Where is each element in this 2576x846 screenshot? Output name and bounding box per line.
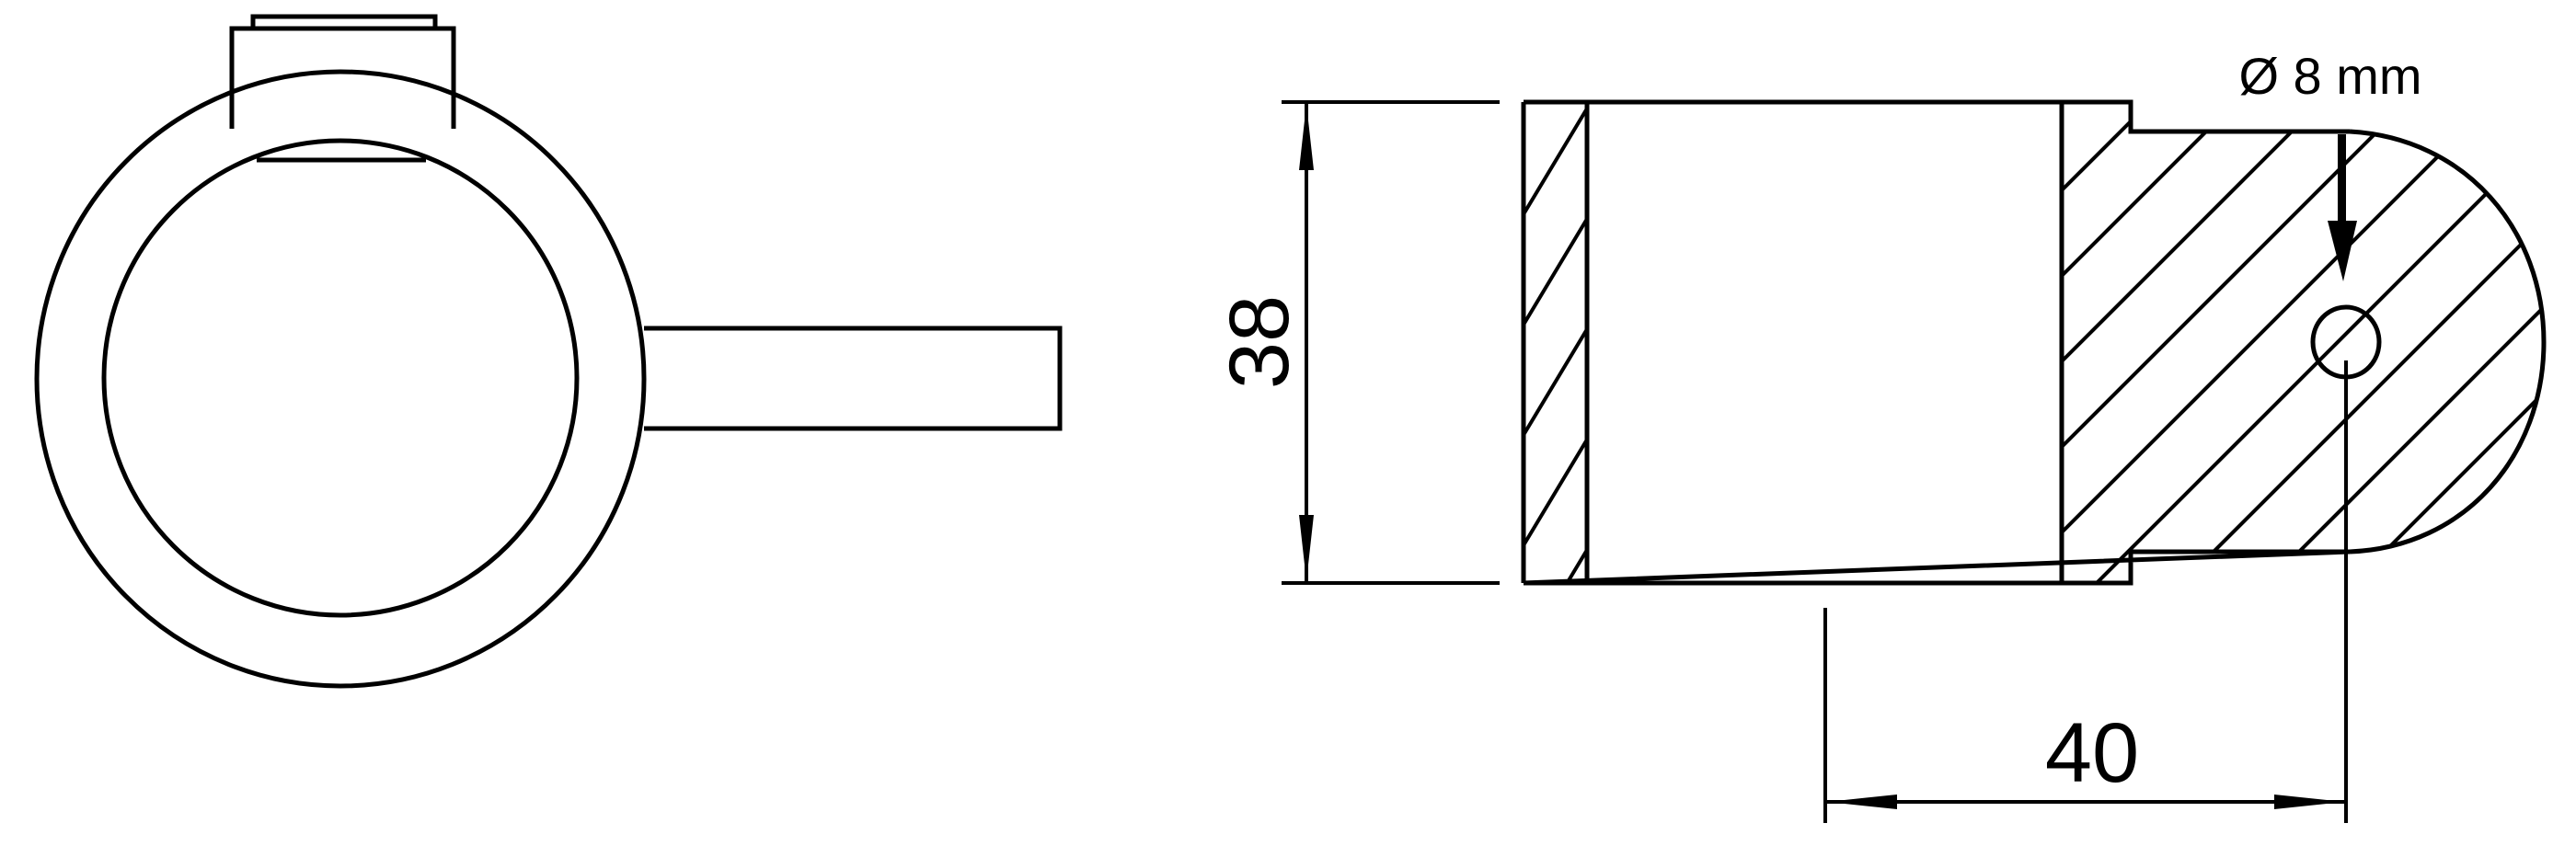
hatch-lug (2062, 104, 2544, 581)
arrow-up-icon (1299, 104, 1314, 170)
side-arm (644, 326, 1063, 431)
lug-outline (2349, 129, 2547, 554)
dim-offset-label: 40 (2045, 706, 2139, 800)
body-bottom-edge (1523, 549, 2351, 586)
arrow-right-icon (2274, 795, 2344, 809)
callout-arrow-icon (2328, 221, 2357, 281)
inner-bore (101, 138, 580, 618)
outer-ring (34, 69, 647, 689)
front-view (34, 14, 1063, 689)
tab-body (229, 26, 456, 124)
arrow-down-icon (1299, 515, 1314, 581)
hole-diameter-label: Ø 8 mm (2238, 47, 2421, 105)
arrow-left-icon (1827, 795, 1897, 809)
dim-height-label: 38 (1213, 295, 1306, 389)
hatch-left-wall (1524, 107, 1587, 581)
body-top-edge (1524, 99, 2350, 134)
section-view: 38 (1213, 47, 2547, 823)
callout-arrow-shaft (2338, 134, 2346, 222)
